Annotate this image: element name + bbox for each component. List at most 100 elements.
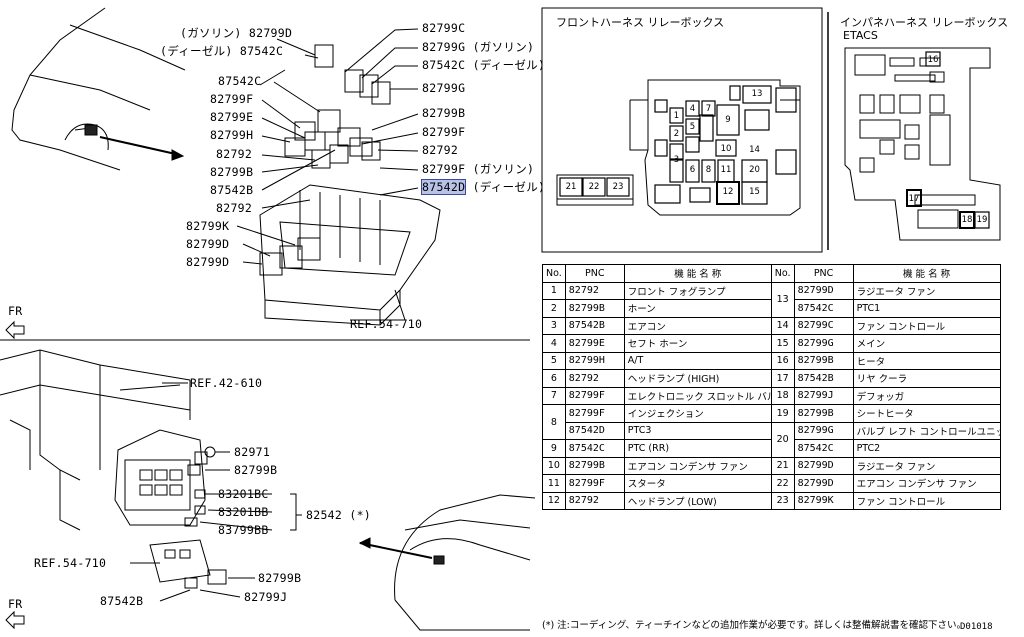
fuse-20[interactable]: 20: [749, 165, 760, 175]
table-row[interactable]: 87542D PTC3 20 82799G バルブ レフト コントロールユニット: [543, 421, 1001, 458]
table-row[interactable]: 3 87542B エアコン 14 82799C ファン コントロール: [542, 316, 1001, 335]
cell-pnc[interactable]: 82799B: [564, 299, 625, 318]
label-top-left-9: 82792: [216, 201, 253, 215]
table-row[interactable]: 2 82799B ホーン 87542C PTC1: [542, 299, 1001, 318]
fuse-15[interactable]: 15: [749, 187, 760, 197]
fuse-14[interactable]: 14: [749, 145, 760, 155]
cell-pnc[interactable]: 87542B: [564, 316, 625, 335]
cell-pnc[interactable]: 82799B: [793, 404, 854, 423]
cell-pnc[interactable]: 82799J: [793, 386, 854, 405]
front-fuse-cells: [559, 85, 797, 205]
cell-pnc[interactable]: 82799D: [793, 456, 854, 475]
fuse-10[interactable]: 10: [720, 144, 732, 154]
label-top-right-1: 82799G (ガソリン): [422, 40, 535, 54]
label-bottom-6: 82799J: [244, 590, 288, 604]
cell-pnc[interactable]: 82792: [564, 491, 625, 510]
cell-name: ヘッドランプ (HIGH): [623, 369, 772, 388]
cell-pnc[interactable]: 82799F: [564, 386, 625, 405]
fuse-5[interactable]: 5: [689, 122, 696, 132]
cell-pnc[interactable]: 87542B: [793, 369, 854, 388]
cell-no: 6: [542, 369, 566, 388]
fuse-18[interactable]: 18: [961, 215, 973, 225]
label-top-left-2: 87542C: [218, 74, 262, 88]
cell-pnc[interactable]: 87542C: [793, 299, 854, 318]
cell-name: ラジエータ ファン: [852, 456, 1001, 475]
cell-name: ホーン: [623, 299, 772, 318]
cell-pnc[interactable]: 82799D: [793, 474, 854, 493]
highlighted-part-87542D[interactable]: 87542D: [420, 179, 467, 195]
fuse-16[interactable]: 16: [927, 55, 939, 65]
fuse-12[interactable]: 12: [722, 187, 734, 197]
ref-54-710-top[interactable]: REF.54-710: [350, 317, 423, 331]
fr-label-top: FR: [8, 304, 23, 318]
cell-pnc[interactable]: 82799B: [564, 456, 625, 475]
fuse-23[interactable]: 23: [612, 182, 624, 192]
cell-name: エアコン コンデンサ ファン: [852, 474, 1001, 493]
cell-no: 13: [770, 281, 795, 318]
cell-name: メイン: [852, 334, 1001, 353]
label-top-left-12: 82799D: [186, 255, 230, 269]
ref-42-610[interactable]: REF.42-610: [190, 376, 263, 390]
cell-pnc[interactable]: 82792: [564, 281, 625, 300]
label-bottom-4: 83799BB: [218, 523, 269, 537]
ref-54-710-bottom[interactable]: REF.54-710: [34, 556, 107, 570]
cell-pnc[interactable]: 82799D: [793, 281, 854, 300]
cell-pnc[interactable]: 82799K: [793, 491, 854, 510]
table-row[interactable]: 5 82799H A/T 16 82799B ヒータ: [542, 351, 1001, 370]
cell-pnc[interactable]: 87542C: [564, 439, 625, 458]
fuse-1[interactable]: 1: [673, 111, 680, 121]
table-row[interactable]: 7 82799F エレクトロニック スロットル バルブ 18 82799J デフ…: [542, 386, 1001, 405]
table-row[interactable]: 4 82799E セフト ホーン 15 82799G メイン: [542, 334, 1001, 353]
cell-pnc[interactable]: 82799B: [793, 351, 854, 370]
cell-name: PTC (RR): [623, 439, 772, 458]
label-top-left-3: 82799F: [210, 92, 254, 106]
fuse-19[interactable]: 19: [976, 215, 988, 225]
fuse-17[interactable]: 17: [908, 194, 920, 204]
cell-pnc[interactable]: 87542D: [564, 421, 625, 440]
fuse-3[interactable]: 3: [673, 155, 680, 165]
cell-name: スタータ: [623, 474, 772, 493]
fuse-2[interactable]: 2: [673, 129, 680, 139]
cell-pnc[interactable]: 82799G: [793, 334, 854, 353]
header-pnc: PNC: [564, 264, 625, 283]
cell-pnc[interactable]: 87542C: [793, 439, 854, 458]
cell-pnc[interactable]: 82792: [564, 369, 625, 388]
cell-pnc[interactable]: 82799C: [793, 316, 854, 335]
label-bottom-7: 87542B: [100, 594, 144, 608]
label-bottom-3: 83201BB: [218, 505, 269, 519]
table-row[interactable]: 8 82799F インジェクション 19 82799B シートヒータ: [542, 404, 1001, 440]
label-top-left-6: 82792: [216, 147, 253, 161]
label-top-right-6: 82792: [422, 143, 459, 157]
table-row[interactable]: 6 82792 ヘッドランプ (HIGH) 17 87542B リヤ クーラ: [542, 369, 1001, 388]
fuse-6[interactable]: 6: [689, 165, 696, 175]
fuse-4[interactable]: 4: [689, 104, 696, 114]
front-panel-title: フロントハーネス リレーボックス: [556, 16, 725, 29]
table-row[interactable]: 11 82799F スタータ 22 82799D エアコン コンデンサ ファン: [542, 474, 1001, 493]
table-row[interactable]: 10 82799B エアコン コンデンサ ファン 21 82799D ラジエータ…: [542, 456, 1001, 475]
cell-no: 5: [542, 351, 566, 370]
fuse-11[interactable]: 11: [720, 165, 732, 175]
cell-pnc[interactable]: 82799G: [793, 421, 854, 440]
fuse-13[interactable]: 13: [751, 89, 763, 99]
label-top-left-0: (ガソリン) 82799D: [180, 26, 293, 40]
fuse-9[interactable]: 9: [725, 115, 731, 125]
cell-no: 14: [770, 316, 795, 335]
inpane-panel-subtitle: ETACS: [843, 29, 878, 42]
cell-no: 10: [542, 456, 566, 475]
fuse-22[interactable]: 22: [588, 182, 600, 192]
table-row[interactable]: 1 82792 フロント フォグランプ 13 82799D ラジエータ ファン: [542, 281, 1001, 318]
cell-no: 8: [542, 404, 566, 440]
fuse-7[interactable]: 7: [705, 104, 712, 114]
cell-pnc[interactable]: 82799E: [564, 334, 625, 353]
fuse-8[interactable]: 8: [705, 165, 712, 175]
fuse-21[interactable]: 21: [565, 182, 577, 192]
cell-pnc[interactable]: 82799H: [564, 351, 625, 370]
cell-name: シートヒータ: [852, 404, 1001, 423]
cell-no: 11: [542, 474, 566, 493]
table-row[interactable]: 12 82792 ヘッドランプ (LOW) 23 82799K ファン コントロ…: [542, 491, 1001, 510]
cell-pnc[interactable]: 82799F: [564, 474, 625, 493]
cell-no: 18: [770, 386, 795, 405]
relay-box-top: [259, 44, 441, 326]
cell-pnc[interactable]: 82799F: [564, 404, 625, 423]
cell-no: 20: [770, 421, 795, 458]
